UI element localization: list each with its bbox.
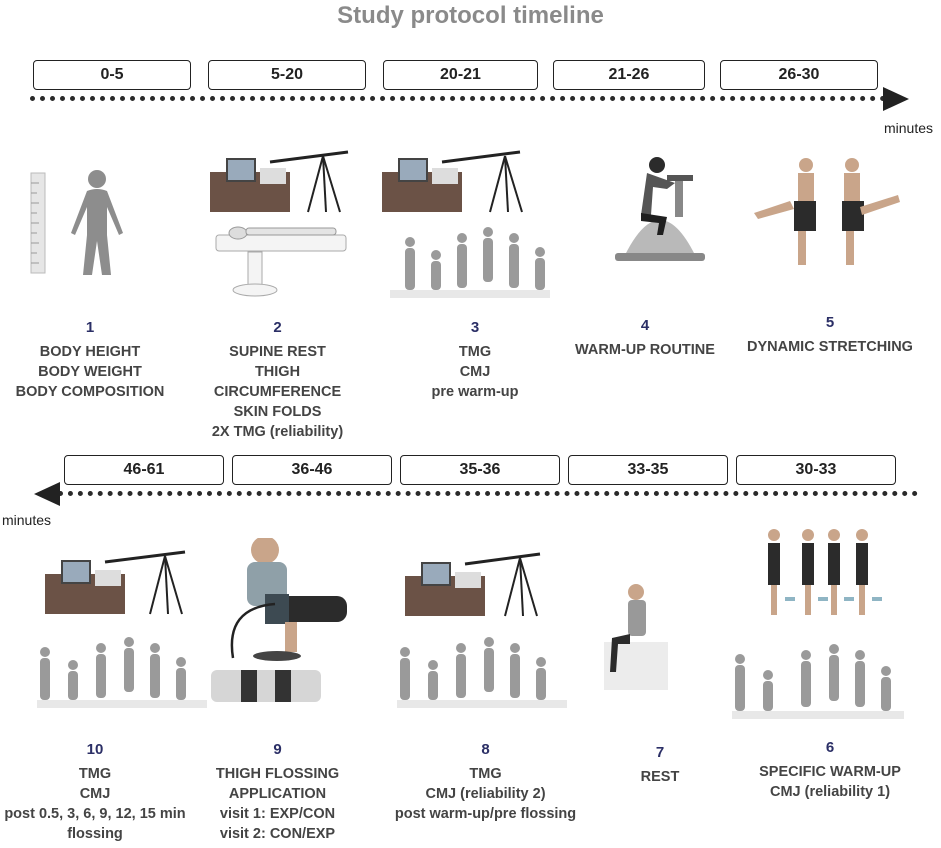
step-number: 6 bbox=[825, 739, 835, 756]
thigh-flossing-illustration bbox=[211, 538, 347, 702]
step-line: CIRCUMFERENCE bbox=[213, 384, 342, 400]
step-line: SUPINE REST bbox=[229, 344, 326, 360]
step-number: 9 bbox=[273, 741, 282, 758]
step-line: post warm-up/pre flossing bbox=[394, 806, 577, 822]
step-3-label: 3 TMG CMJ pre warm-up bbox=[390, 318, 560, 402]
specific-warmup-illustration bbox=[732, 529, 904, 719]
tmg-cmj-post-illustration bbox=[37, 550, 207, 708]
step-line: CMJ bbox=[459, 364, 491, 380]
timeline-top-arrow-icon bbox=[883, 87, 909, 111]
timeline-bottom-arrow-icon bbox=[34, 482, 60, 506]
step-line: TMG bbox=[469, 766, 502, 782]
step-9-label: 9 THIGH FLOSSING APPLICATION visit 1: EX… bbox=[200, 740, 355, 844]
step-line: APPLICATION bbox=[228, 786, 327, 802]
step-number: 8 bbox=[481, 741, 490, 758]
step-line: visit 2: CON/EXP bbox=[219, 826, 336, 842]
step-line: BODY WEIGHT bbox=[38, 364, 142, 380]
step-2-label: 2 SUPINE REST THIGH CIRCUMFERENCE SKIN F… bbox=[190, 318, 365, 442]
step-line: CMJ (reliability 1) bbox=[769, 784, 891, 800]
step-line: THIGH bbox=[254, 364, 301, 380]
timeline-bottom-unit: minutes bbox=[2, 512, 52, 528]
step-line: TMG bbox=[78, 766, 112, 782]
step-line: 2X TMG (reliability) bbox=[211, 424, 344, 440]
tmg-cmj-illustration bbox=[382, 150, 550, 298]
step-number: 3 bbox=[470, 319, 480, 336]
step-10-label: 10 TMG CMJ post 0.5, 3, 6, 9, 12, 15 min… bbox=[0, 740, 190, 844]
step-line: CMJ bbox=[79, 786, 111, 802]
step-line: BODY COMPOSITION bbox=[15, 384, 165, 400]
step-line: WARM-UP ROUTINE bbox=[575, 342, 715, 358]
tmg-cmj-reliability-illustration bbox=[397, 552, 567, 708]
step-5-label: 5 DYNAMIC STRETCHING bbox=[745, 313, 915, 357]
step-8-label: 8 TMG CMJ (reliability 2) post warm-up/p… bbox=[388, 740, 583, 824]
interval-box-top-1: 0-5 bbox=[33, 60, 191, 90]
step-line: THIGH FLOSSING bbox=[215, 766, 340, 782]
step-number: 1 bbox=[85, 319, 95, 336]
step-number: 7 bbox=[655, 744, 665, 761]
seated-rest-illustration bbox=[604, 584, 668, 690]
interval-box-top-5: 26-30 bbox=[720, 60, 878, 90]
step-number: 2 bbox=[273, 319, 282, 336]
step-number: 5 bbox=[825, 314, 835, 331]
exercise-bike-illustration bbox=[615, 157, 705, 261]
interval-box-top-2: 5-20 bbox=[208, 60, 366, 90]
interval-box-top-4: 21-26 bbox=[553, 60, 705, 90]
interval-box-top-3: 20-21 bbox=[383, 60, 538, 90]
dynamic-stretching-illustration bbox=[754, 158, 900, 265]
step-line: post 0.5, 3, 6, 9, 12, 15 min bbox=[4, 806, 186, 822]
body-measurement-illustration bbox=[30, 170, 123, 275]
diagram-title: Study protocol timeline bbox=[337, 2, 604, 29]
step-number: 10 bbox=[86, 741, 104, 758]
step-6-label: 6 SPECIFIC WARM-UP CMJ (reliability 1) bbox=[740, 738, 920, 802]
step-line: flossing bbox=[67, 826, 123, 842]
interval-box-bottom-2: 36-46 bbox=[232, 455, 392, 485]
step-line: CMJ (reliability 2) bbox=[425, 786, 546, 802]
step-line: SKIN FOLDS bbox=[233, 404, 322, 420]
step-line: DYNAMIC STRETCHING bbox=[747, 339, 913, 355]
timeline-top-line bbox=[30, 96, 886, 101]
step-1-label: 1 BODY HEIGHT BODY WEIGHT BODY COMPOSITI… bbox=[10, 318, 170, 402]
step-line: SPECIFIC WARM-UP bbox=[759, 764, 901, 780]
step-4-label: 4 WARM-UP ROUTINE bbox=[565, 316, 725, 360]
interval-box-bottom-3: 35-36 bbox=[400, 455, 560, 485]
step-line: visit 1: EXP/CON bbox=[219, 806, 336, 822]
timeline-bottom-line bbox=[58, 491, 918, 496]
interval-box-bottom-4: 33-35 bbox=[568, 455, 728, 485]
step-7-label: 7 REST bbox=[610, 743, 710, 787]
timeline-top-unit: minutes bbox=[884, 120, 934, 136]
interval-box-bottom-1: 46-61 bbox=[64, 455, 224, 485]
interval-box-bottom-5: 30-33 bbox=[736, 455, 896, 485]
step-number: 4 bbox=[640, 317, 650, 334]
step-line: pre warm-up bbox=[431, 384, 519, 400]
tmg-supine-rest-illustration bbox=[210, 150, 349, 297]
step-line: BODY HEIGHT bbox=[39, 344, 141, 360]
step-line: REST bbox=[640, 769, 680, 785]
step-line: TMG bbox=[458, 344, 492, 360]
